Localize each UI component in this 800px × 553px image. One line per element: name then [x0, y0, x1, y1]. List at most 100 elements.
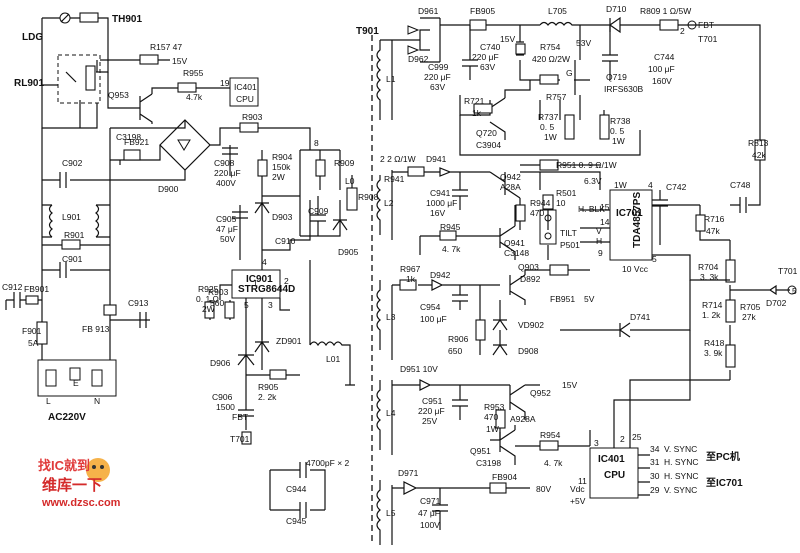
label-c906: C906	[212, 392, 233, 402]
label-r906v: 650	[448, 346, 462, 356]
label-d905: D905	[338, 247, 359, 257]
label-pin3: 3	[268, 300, 273, 310]
label-c740v2: 63V	[480, 62, 495, 72]
label-r704v: 3. 3k	[700, 272, 719, 282]
label-p4a: 4	[648, 180, 653, 190]
watermark-line2: 维库一下	[42, 476, 102, 494]
label-p31: 31	[650, 457, 660, 467]
ic901-box	[231, 269, 281, 299]
label-l0: L0	[345, 176, 355, 186]
label-c910: C910	[275, 236, 296, 246]
label-c941: C941	[430, 188, 451, 198]
label-fb921: FB921	[124, 137, 149, 147]
label-r955v: 4.7k	[186, 92, 203, 102]
label-r22: 2 2 Ω/1W	[380, 154, 416, 164]
label-r738v2: 1W	[612, 136, 625, 146]
label-p25: 25	[632, 432, 642, 442]
label-c944: C944	[286, 484, 307, 494]
label-r954v: 4. 7k	[544, 458, 563, 468]
label-r906: R906	[448, 334, 469, 344]
label-c3198b: C3198	[476, 458, 501, 468]
label-fb951: FB951	[550, 294, 575, 304]
label-tilt: TILT	[560, 228, 577, 238]
label-d892: D892	[520, 274, 541, 284]
label-n5: 5	[792, 286, 797, 296]
label-c913: C913	[128, 298, 149, 308]
label-q942: Q942	[500, 172, 521, 182]
label-t701c: T701	[778, 266, 798, 276]
label-rl901: RL901	[14, 78, 44, 89]
label-c941v1: 1000 μF	[426, 198, 457, 208]
label-r738v1: 0. 5	[610, 126, 624, 136]
label-pin4: 4	[262, 257, 267, 267]
label-vsync1: V. SYNC	[664, 444, 697, 454]
label-r714v: 1. 2k	[702, 310, 721, 320]
label-c971v1: 47 μF	[418, 508, 440, 518]
label-vdc: Vdc	[570, 484, 585, 494]
label-zd901: ZD901	[276, 336, 302, 346]
label-c912: C912	[2, 282, 23, 292]
label-pin1: 1	[253, 278, 258, 288]
label-r813: R813	[748, 138, 769, 148]
label-t701b: T701	[698, 34, 718, 44]
label-c999: C999	[428, 62, 449, 72]
label-d741: D741	[630, 312, 651, 322]
label-c951v2: 25V	[422, 416, 437, 426]
label-ic901p: STRG8644D	[238, 284, 295, 295]
label-r901: R901	[64, 230, 85, 240]
label-p9: 9	[598, 248, 603, 258]
label-d941: D941	[426, 154, 447, 164]
label-r944v: 470	[530, 208, 544, 218]
label-p29: 29	[650, 485, 660, 495]
label-l01: L01	[326, 354, 340, 364]
label-r925v2: 2W	[202, 304, 215, 314]
label-c999v2: 63V	[430, 82, 445, 92]
watermark-line1: 找IC就到	[38, 458, 90, 473]
label-r905v: 2. 2k	[258, 392, 277, 402]
label-c740: C740	[480, 42, 501, 52]
label-hblk: H. BLK	[578, 204, 605, 214]
label-r813v: 42k	[752, 150, 766, 160]
label-v15b: 15V	[500, 34, 515, 44]
label-c954: C954	[420, 302, 441, 312]
label-p3: 3	[594, 438, 599, 448]
label-c3904: C3904	[476, 140, 501, 150]
label-r705v: 27k	[742, 312, 756, 322]
label-r925v1: 0. 1 Ω	[196, 294, 219, 304]
label-r908: R908	[358, 192, 379, 202]
watermark-url: www.dzsc.com	[41, 497, 121, 509]
label-r967v: 1k	[406, 274, 416, 284]
label-r944: R944	[530, 198, 551, 208]
label-r714: R714	[702, 300, 723, 310]
mascot-icon	[86, 458, 110, 482]
label-r904: R904	[272, 152, 293, 162]
label-q951: Q951	[470, 446, 491, 456]
label-r721: R721	[464, 96, 485, 106]
label-l1: L1	[386, 74, 396, 84]
label-q719: Q719	[606, 72, 627, 82]
label-a28a: A28A	[500, 182, 521, 192]
label-topc: 至PC机	[706, 450, 740, 463]
label-c748: C748	[730, 180, 751, 190]
label-c744v2: 160V	[652, 76, 672, 86]
label-r501: R501	[556, 188, 577, 198]
label-r955: R955	[183, 68, 204, 78]
label-r954: R954	[540, 430, 561, 440]
label-l_lbl: L	[46, 396, 51, 406]
label-p1w: 1W	[614, 180, 627, 190]
label-p10vcc: 10 Vcc	[622, 264, 649, 274]
label-d962: D962	[408, 54, 429, 64]
label-v53: 53V	[576, 38, 591, 48]
label-l5: L5	[386, 508, 396, 518]
label-l2: L2	[384, 198, 394, 208]
label-d951: D951 10V	[400, 364, 438, 374]
label-r909: R909	[334, 158, 355, 168]
label-vsync2: V. SYNC	[664, 485, 697, 495]
label-p5a: 5	[652, 254, 657, 264]
label-c902: C902	[62, 158, 83, 168]
label-d908: D908	[518, 346, 539, 356]
label-d710: D710	[606, 4, 627, 14]
label-l4: L4	[386, 408, 396, 418]
label-tda: TDA4857PS	[632, 192, 643, 248]
